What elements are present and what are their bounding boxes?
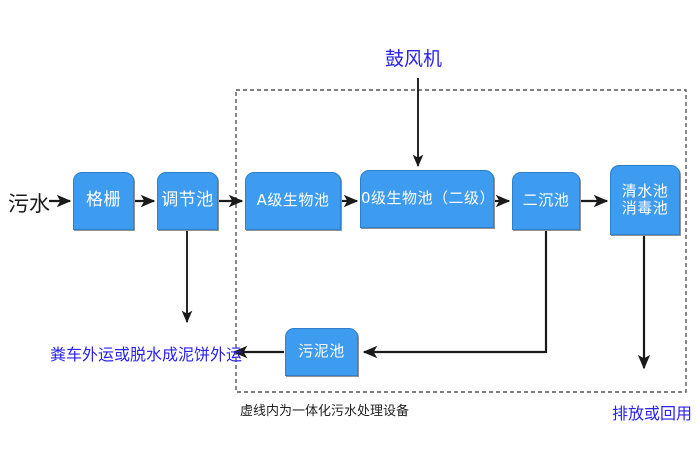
node-sludge-tank[interactable]: 污泥池: [285, 328, 358, 376]
node-a-level-bio-tank[interactable]: A级生物池: [245, 172, 341, 230]
label-discharge-or-reuse: 排放或回用: [612, 404, 693, 423]
node-secondary-settling-tank[interactable]: 二沉池: [512, 172, 580, 230]
node-o-level-bio-tank[interactable]: 0级生物池（二级）: [360, 170, 496, 228]
elbow-secondary-to-sludge: [362, 231, 548, 359]
label-sludge-hauling: 粪车外运或脱水成泥饼外运: [50, 345, 243, 364]
label-blower: 鼓风机: [385, 48, 443, 70]
node-clearwater-disinfection-tank[interactable]: 清水池 消毒池: [610, 165, 680, 235]
label-inlet-wastewater: 污水: [8, 192, 50, 216]
node-regulating-tank[interactable]: 调节池: [157, 172, 218, 230]
label-dashed-region-caption: 虚线内为一体化污水处理设备: [240, 404, 410, 419]
node-regulating-tank-label: 调节池: [161, 190, 214, 211]
dashed-boundary-rect: [235, 89, 687, 393]
node-clearwater-disinfection-tank-label: 清水池 消毒池: [621, 181, 669, 217]
node-secondary-settling-tank-label: 二沉池: [522, 191, 570, 210]
node-sludge-tank-label: 污泥池: [298, 342, 345, 361]
node-a-level-bio-tank-label: A级生物池: [256, 191, 330, 210]
node-grating-label: 格栅: [86, 190, 121, 211]
node-grating[interactable]: 格栅: [73, 172, 134, 230]
node-o-level-bio-tank-label: 0级生物池（二级）: [361, 189, 496, 208]
